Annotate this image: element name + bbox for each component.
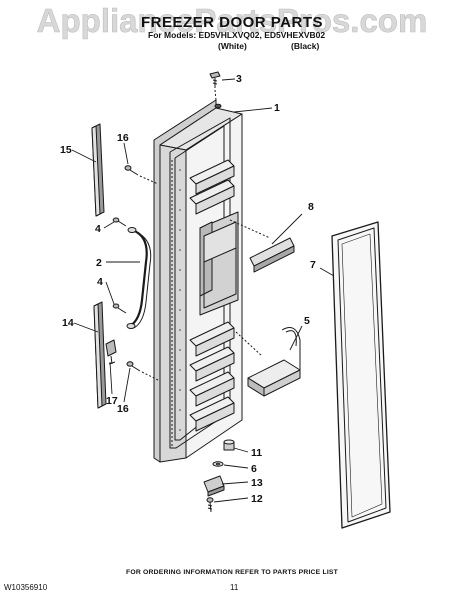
hinge-bracket-part xyxy=(203,475,225,497)
callout-17: 17 xyxy=(106,395,118,407)
callout-15: 15 xyxy=(60,144,72,156)
hinge-washer-part xyxy=(212,461,224,467)
screw-16-lower-part xyxy=(126,361,159,381)
callout-12: 12 xyxy=(251,493,263,505)
bottom-screw-part xyxy=(206,497,214,513)
document-part-number: W10356910 xyxy=(4,583,48,592)
callout-13: 13 xyxy=(251,477,263,489)
handle-trim-upper-part xyxy=(91,123,105,217)
ordering-info: FOR ORDERING INFORMATION REFER TO PARTS … xyxy=(125,569,339,576)
hinge-bushing-part xyxy=(223,439,235,451)
callout-11: 11 xyxy=(251,447,262,459)
callout-16-lower: 16 xyxy=(117,403,129,415)
callout-1: 1 xyxy=(274,102,280,114)
door-bar-part xyxy=(229,219,295,273)
freezer-door-part xyxy=(153,99,243,463)
callout-16-upper: 16 xyxy=(117,132,129,144)
callout-2: 2 xyxy=(96,257,102,269)
callout-3: 3 xyxy=(236,73,242,85)
handle-trim-lower-part xyxy=(93,301,107,409)
color-label-black: (Black) xyxy=(291,41,320,51)
callout-14: 14 xyxy=(62,317,74,329)
callout-4-lower: 4 xyxy=(97,276,103,288)
callout-8: 8 xyxy=(308,201,314,213)
callout-5: 5 xyxy=(304,315,310,327)
color-label-white: (White) xyxy=(218,41,247,51)
door-handle-part xyxy=(126,227,152,329)
page-title: FREEZER DOOR PARTS xyxy=(140,14,324,31)
trim-clip-part xyxy=(105,339,117,365)
callout-7: 7 xyxy=(310,259,316,271)
model-numbers: For Models: ED5VHLXVQ02, ED5VHEXVB02 xyxy=(148,30,326,40)
watermark: AppliancePartsPros.com xyxy=(36,2,428,40)
page-number: 11 xyxy=(230,583,239,592)
handle-screw-upper-part xyxy=(112,217,127,227)
callout-4-upper: 4 xyxy=(95,223,101,235)
callout-6: 6 xyxy=(251,463,257,475)
door-bin-part xyxy=(235,327,301,397)
handle-screw-lower-part xyxy=(112,303,127,314)
screw-16-upper-part xyxy=(124,165,159,185)
door-top-screw-part xyxy=(209,71,221,101)
door-gasket-part xyxy=(331,221,391,529)
